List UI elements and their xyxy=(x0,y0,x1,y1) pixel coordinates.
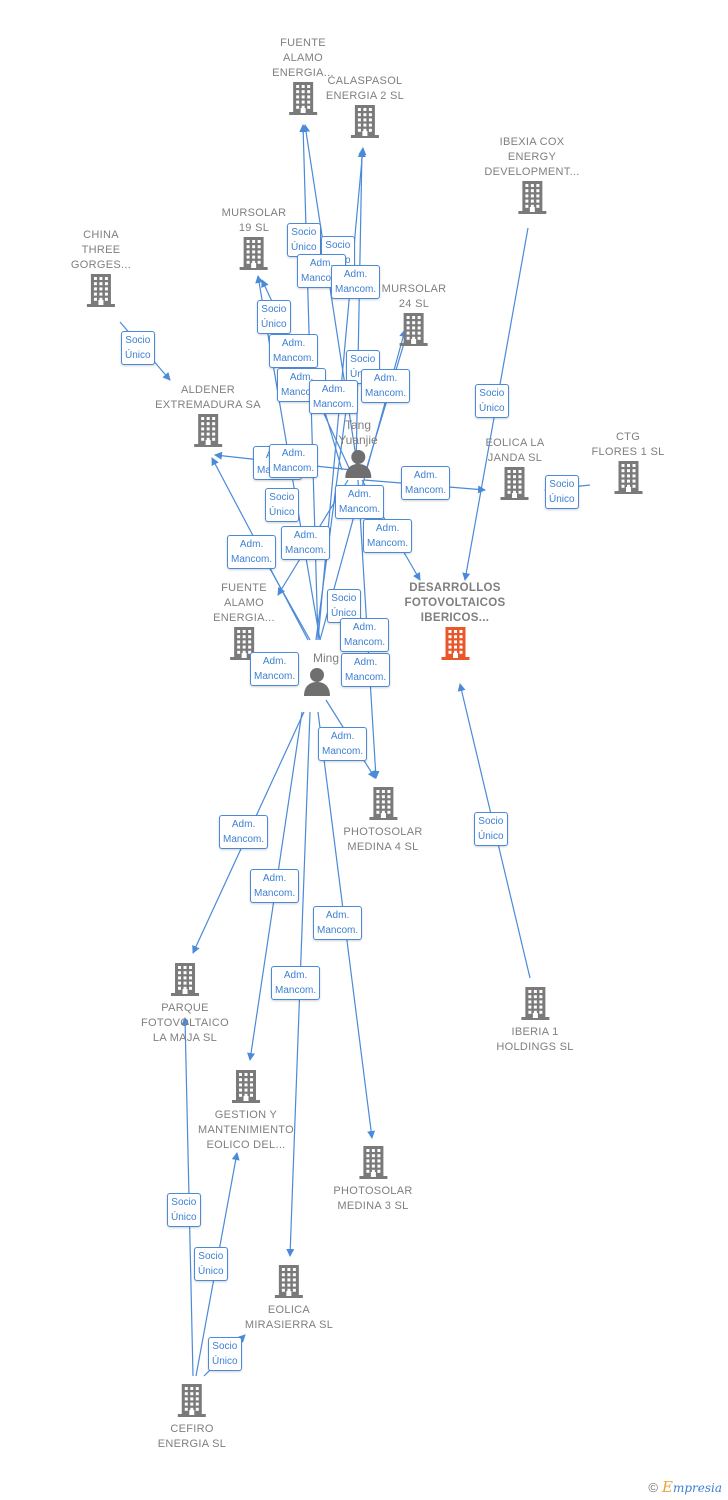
relation-adm-mancom[interactable]: Adm.Mancom. xyxy=(331,265,381,299)
building-icon xyxy=(229,626,259,665)
building-icon xyxy=(274,1264,304,1303)
building-icon xyxy=(350,104,380,143)
building-icon xyxy=(368,786,398,825)
building-icon xyxy=(440,626,470,665)
building-icon xyxy=(517,180,547,219)
relation-adm-mancom[interactable]: Adm.Mancom. xyxy=(401,466,451,500)
building-icon xyxy=(239,236,269,275)
relation-adm-mancom[interactable]: Adm.Mancom. xyxy=(269,334,319,368)
relation-adm-mancom[interactable]: Adm.Mancom. xyxy=(281,526,331,560)
relation-adm-mancom[interactable]: Adm.Mancom. xyxy=(271,966,321,1000)
building-icon xyxy=(613,460,643,499)
relation-adm-mancom[interactable]: Adm.Mancom. xyxy=(341,653,391,687)
relation-adm-mancom[interactable]: Adm.Mancom. xyxy=(219,815,269,849)
relation-adm-mancom[interactable]: Adm.Mancom. xyxy=(313,906,363,940)
relation-adm-mancom[interactable]: Adm.Mancom. xyxy=(363,519,413,553)
building-icon xyxy=(86,273,116,312)
relation-adm-mancom[interactable]: Adm.Mancom. xyxy=(361,369,411,403)
relation-adm-mancom[interactable]: Adm.Mancom. xyxy=(335,485,385,519)
empresia-logo: ©Empresia xyxy=(648,1478,722,1496)
person-icon xyxy=(295,666,339,701)
relation-adm-mancom[interactable]: Adm.Mancom. xyxy=(250,869,300,903)
relation-adm-mancom[interactable]: Adm.Mancom. xyxy=(309,380,359,414)
person-icon xyxy=(338,448,377,483)
relation-adm-mancom[interactable]: Adm.Mancom. xyxy=(269,444,319,478)
building-icon xyxy=(520,986,550,1025)
relation-edge xyxy=(315,379,354,641)
relation-adm-mancom[interactable]: Adm.Mancom. xyxy=(227,535,277,569)
building-icon xyxy=(358,1145,388,1184)
building-icon xyxy=(170,962,200,1001)
relation-adm-mancom[interactable]: Adm.Mancom. xyxy=(318,727,368,761)
building-icon xyxy=(500,466,530,505)
building-icon xyxy=(231,1069,261,1108)
relation-edge xyxy=(355,149,366,471)
building-icon xyxy=(399,312,429,351)
relation-adm-mancom[interactable]: Adm.Mancom. xyxy=(250,652,300,686)
building-icon xyxy=(177,1383,207,1422)
person-label: Ming xyxy=(312,651,340,665)
relation-adm-mancom[interactable]: Adm.Mancom. xyxy=(340,618,390,652)
person-ming[interactable]: Ming xyxy=(295,651,339,701)
building-icon xyxy=(193,413,223,452)
building-icon xyxy=(288,81,318,120)
